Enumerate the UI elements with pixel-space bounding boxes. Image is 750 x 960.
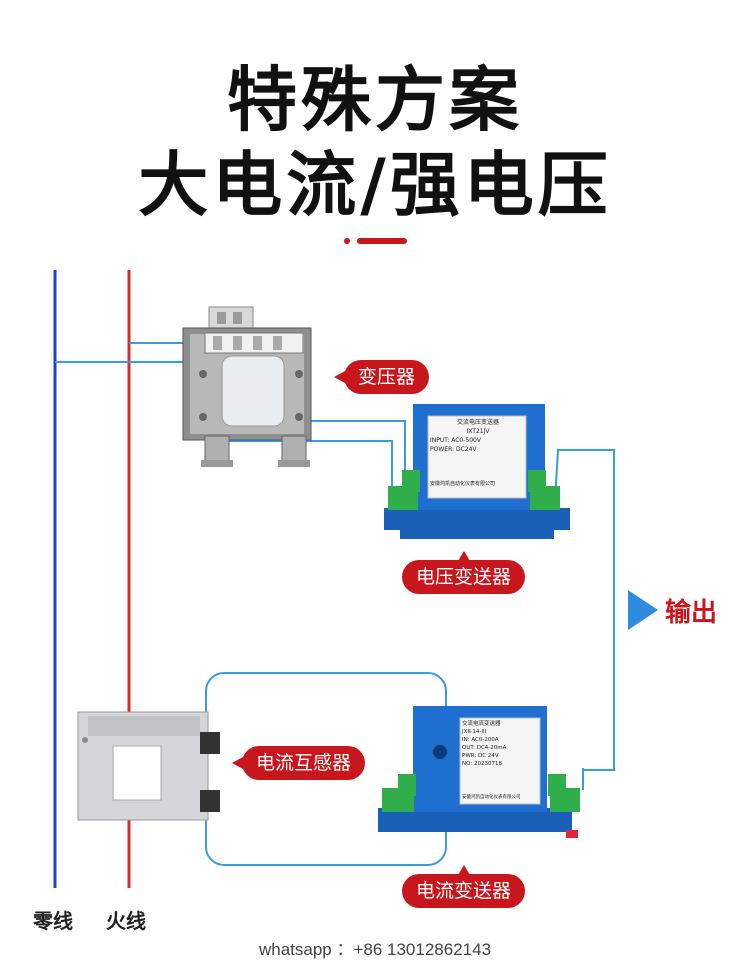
current-transformer-tag: 电流互感器 bbox=[232, 746, 366, 780]
current-module-line5: PWR: DC 24V bbox=[462, 753, 499, 759]
contact-text: whatsapp ：+86 13012862143 bbox=[258, 940, 492, 959]
current-module-line4: OUT: DC4-20mA bbox=[462, 745, 507, 751]
tag-pointer bbox=[457, 865, 470, 875]
transformer-tag: 变压器 bbox=[334, 360, 430, 394]
voltage-transmitter-tag: 电压变送器 bbox=[402, 551, 526, 594]
current-module-line1: 交流电流变送器 bbox=[462, 721, 501, 727]
output-arrow bbox=[628, 590, 658, 630]
live-line-label: 火线 bbox=[106, 909, 146, 933]
current-transmitter-tag: 电流变送器 bbox=[402, 865, 526, 908]
wire-transformer-sec-1 bbox=[300, 420, 406, 490]
current-module-line6: NO: 20230718 bbox=[462, 761, 502, 767]
current-module-line7: 安徽鸿凯自动化仪表有限公司 bbox=[462, 795, 521, 800]
voltage-transmitter-device bbox=[384, 404, 570, 539]
voltage-transmitter-label: 电压变送器 bbox=[416, 566, 512, 588]
title-line-2: 大电流/强电压 bbox=[138, 144, 612, 226]
divider-bar bbox=[357, 238, 407, 244]
voltage-module-line1: 交流电压变送器 bbox=[456, 419, 499, 426]
tag-pointer bbox=[457, 551, 470, 561]
wire-transformer-sec-2 bbox=[215, 440, 393, 495]
current-transmitter-device bbox=[378, 706, 580, 838]
voltage-module-line4: POWER: DC24V bbox=[430, 446, 477, 453]
tag-pointer bbox=[232, 757, 243, 769]
wire-voltage-output bbox=[554, 449, 615, 771]
transformer-label: 变压器 bbox=[358, 366, 416, 388]
neutral-line-label: 零线 bbox=[33, 909, 73, 933]
current-module-line3: IN: AC0-200A bbox=[462, 737, 499, 743]
voltage-module-line2: IXT21JV bbox=[466, 428, 490, 435]
transformer-device bbox=[182, 306, 312, 467]
current-module-label: 交流电流变送器 JXK-14-III IN: AC0-200A OUT: DC4… bbox=[462, 720, 538, 802]
current-module-line2: JXK-14-III bbox=[462, 729, 487, 735]
output-label: 输出 bbox=[665, 598, 718, 628]
divider-dot bbox=[344, 238, 350, 244]
current-transmitter-label: 电流变送器 bbox=[416, 880, 512, 902]
voltage-module-label: 交流电压变送器 IXT21JV INPUT: AC0-500V POWER: D… bbox=[430, 418, 526, 489]
tag-pointer bbox=[334, 371, 345, 383]
title-line-1: 特殊方案 bbox=[227, 59, 523, 141]
voltage-module-line5: 安徽鸿凯自动化仪表有限公司 bbox=[430, 481, 496, 487]
current-transformer-label: 电流互感器 bbox=[256, 752, 352, 774]
voltage-module-line3: INPUT: AC0-500V bbox=[430, 437, 481, 444]
current-transformer-device bbox=[77, 711, 220, 821]
